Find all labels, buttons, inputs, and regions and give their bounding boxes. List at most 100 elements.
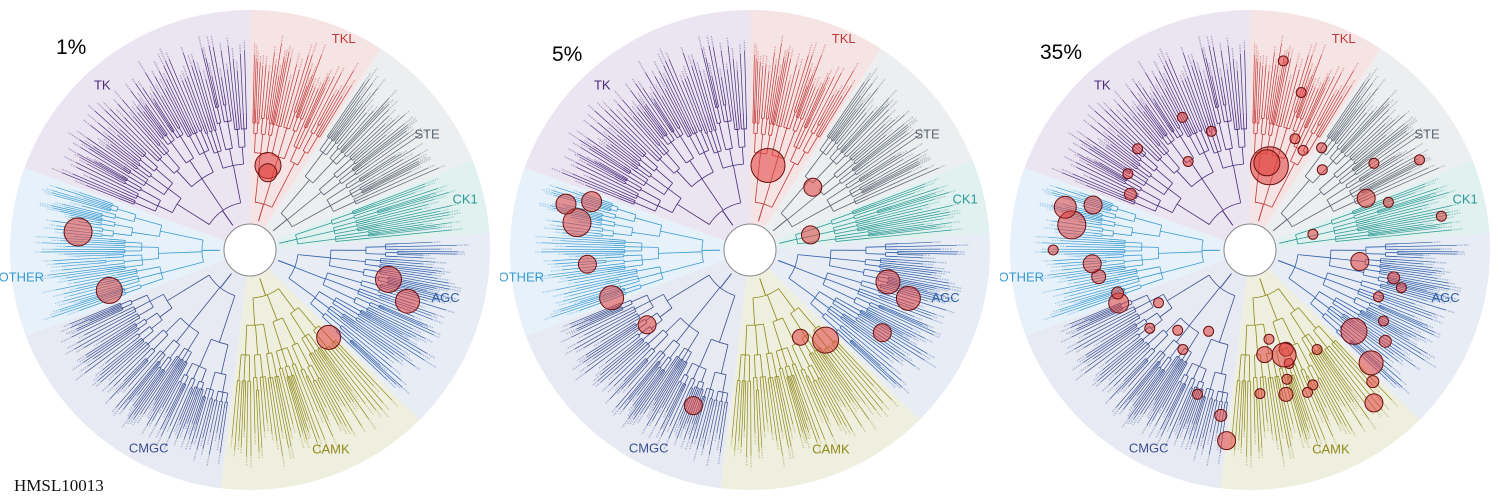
tree-trunk bbox=[272, 219, 288, 232]
tree-leaf-label-mark bbox=[679, 427, 685, 439]
tree-leaf-branch bbox=[154, 76, 181, 123]
tree-leaf-label-mark bbox=[271, 433, 274, 441]
tree-leaf-branch bbox=[1339, 108, 1357, 132]
tree-leaf-label-mark bbox=[50, 310, 62, 316]
tree-leaf-branch bbox=[814, 73, 842, 124]
tree-branch bbox=[101, 201, 113, 206]
tree-branch bbox=[281, 349, 288, 367]
tree-branch bbox=[1178, 361, 1187, 375]
tree-leaf-label-mark bbox=[182, 65, 189, 78]
tree-leaf-branch bbox=[898, 244, 957, 247]
tree-branch bbox=[272, 321, 283, 350]
tree-branch bbox=[718, 123, 727, 150]
tree-leaf-branch bbox=[1271, 44, 1282, 110]
tree-branch bbox=[879, 304, 886, 308]
tree-trunk bbox=[777, 260, 796, 268]
tree-branch bbox=[1334, 136, 1340, 143]
tree-leaf-label-mark bbox=[450, 220, 461, 224]
tree-leaf-branch bbox=[630, 91, 659, 128]
tree-leaf-label-mark bbox=[181, 71, 186, 80]
tree-branch bbox=[733, 165, 742, 203]
tree-leaf-branch bbox=[216, 407, 222, 433]
tree-leaf-label-mark bbox=[917, 156, 928, 163]
tree-leaf-label-mark bbox=[731, 47, 734, 60]
tree-branch bbox=[307, 367, 315, 381]
tree-branch bbox=[123, 254, 142, 257]
tree-leaf-label-mark bbox=[173, 437, 178, 446]
tree-branch bbox=[1258, 108, 1261, 124]
tree-leaf-branch bbox=[665, 61, 695, 126]
tree-leaf-branch bbox=[271, 388, 283, 456]
tree-leaf-branch bbox=[796, 383, 818, 443]
tree-leaf-branch bbox=[824, 96, 843, 125]
tree-leaf-branch bbox=[1271, 388, 1283, 456]
tree-leaf-branch bbox=[636, 107, 657, 132]
tree-branch bbox=[178, 361, 187, 375]
tree-leaf-branch bbox=[1294, 384, 1308, 421]
tree-leaf-branch bbox=[601, 323, 631, 342]
tree-branch bbox=[635, 339, 643, 346]
tree-branch bbox=[107, 266, 125, 271]
tree-leaf-branch bbox=[857, 133, 922, 178]
tree-branch bbox=[224, 96, 227, 105]
tree-leaf-label-mark bbox=[1419, 156, 1431, 164]
tree-leaf-branch bbox=[868, 153, 902, 175]
tree-leaf-label-mark bbox=[541, 276, 554, 280]
tree-leaf-branch bbox=[1077, 314, 1112, 331]
tree-leaf-branch bbox=[862, 123, 905, 158]
tree-leaf-branch bbox=[1076, 167, 1123, 190]
tree-branch bbox=[1256, 123, 1259, 134]
tree-branch bbox=[849, 341, 856, 348]
tree-leaf-branch bbox=[152, 374, 180, 421]
tree-branch bbox=[1263, 105, 1266, 119]
tree-leaf-label-mark bbox=[1345, 425, 1352, 435]
tree-leaf-branch bbox=[1114, 356, 1144, 387]
tree-leaf-branch bbox=[1378, 298, 1433, 320]
tree-leaf-label-mark bbox=[781, 454, 786, 468]
tree-branch bbox=[1101, 223, 1115, 227]
tree-leaf-label-mark bbox=[1414, 188, 1425, 194]
tree-leaf-label-mark bbox=[1072, 189, 1081, 194]
tree-leaf-label-mark bbox=[618, 408, 625, 416]
tree-branch bbox=[776, 112, 780, 126]
tree-leaf-label-mark bbox=[188, 442, 193, 451]
tree-branch bbox=[1238, 354, 1242, 381]
tree-branch bbox=[711, 113, 717, 131]
tree-branch bbox=[153, 334, 169, 350]
tree-branch bbox=[1215, 400, 1218, 408]
tree-leaf-branch bbox=[1042, 242, 1115, 246]
tree-leaf-branch bbox=[1100, 345, 1137, 376]
tree-branch bbox=[1268, 109, 1272, 124]
tree-branch bbox=[774, 110, 778, 125]
tree-branch bbox=[259, 377, 262, 395]
tree-branch bbox=[672, 131, 678, 139]
tree-leaf-branch bbox=[255, 61, 259, 111]
tree-leaf-label-mark bbox=[844, 405, 850, 413]
tree-leaf-label-mark bbox=[1436, 224, 1446, 228]
tree-branch bbox=[1201, 382, 1205, 390]
tree-leaf-label-mark bbox=[414, 365, 421, 371]
tree-leaf-branch bbox=[87, 137, 133, 170]
tree-branch bbox=[125, 241, 142, 244]
tree-leaf-label-mark bbox=[311, 42, 318, 56]
tree-leaf-label-mark bbox=[408, 339, 418, 346]
tree-branch bbox=[864, 264, 880, 267]
tree-leaf-label-mark bbox=[320, 43, 327, 56]
tree-branch bbox=[597, 227, 603, 229]
tree-branch bbox=[659, 356, 669, 368]
tree-leaf-label-mark bbox=[949, 209, 960, 213]
tree-leaf-label-mark bbox=[1107, 126, 1119, 136]
tree-leaf-branch bbox=[1056, 276, 1119, 291]
tree-branch bbox=[264, 118, 268, 135]
tree-branch bbox=[1120, 308, 1136, 317]
tree-trunk bbox=[1258, 203, 1265, 222]
tree-branch bbox=[742, 112, 745, 129]
tree-leaf-label-mark bbox=[766, 422, 769, 432]
tree-leaf-label-mark bbox=[576, 354, 587, 362]
tree-leaf-label-mark bbox=[48, 184, 57, 188]
tree-branch bbox=[1380, 264, 1392, 267]
tree-leaf-label-mark bbox=[1448, 212, 1462, 216]
tree-branch bbox=[137, 195, 158, 207]
tree-leaf-label-mark bbox=[656, 435, 663, 445]
